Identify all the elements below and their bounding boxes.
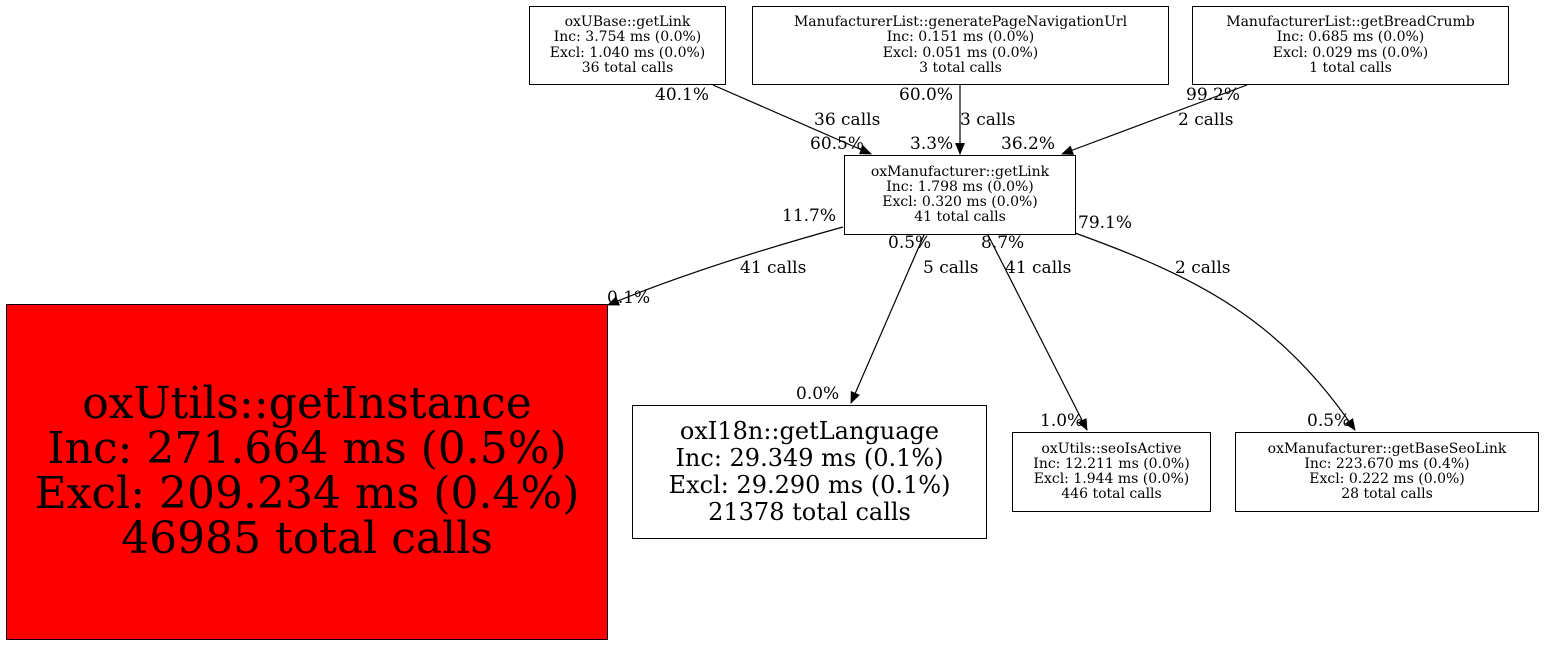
edge-head-pct: 0.5% (1307, 411, 1350, 431)
edge-mfrlink-to-seo (987, 234, 1088, 431)
node-inc: Inc: 0.151 ms (0.0%) (886, 29, 1035, 46)
edge-calls-label: 36 calls (814, 110, 880, 130)
edge-head-pct: 0.1% (607, 288, 650, 308)
node-inc: Inc: 223.670 ms (0.4%) (1304, 455, 1470, 472)
edge-tail-pct: 60.0% (899, 85, 953, 105)
edge-calls-label: 41 calls (1005, 258, 1071, 278)
edge-ubase-to-mfrlink (712, 84, 872, 155)
node-name: oxManufacturer::getBaseSeoLink (1267, 440, 1507, 457)
node-oxubase-getlink[interactable]: oxUBase::getLink Inc: 3.754 ms (0.0%) Ex… (529, 6, 726, 85)
edge-calls-label: 2 calls (1178, 110, 1233, 130)
node-inc: Inc: 271.664 ms (0.5%) (47, 423, 567, 475)
edge-mfrlink-to-baseseo (1074, 232, 1356, 431)
node-excl: Excl: 29.290 ms (0.1%) (668, 471, 951, 499)
node-excl: Excl: 0.222 ms (0.0%) (1309, 471, 1465, 487)
edge-calls-label: 41 calls (740, 258, 806, 278)
node-calls: 21378 total calls (708, 497, 911, 526)
node-name: oxManufacturer::getLink (870, 163, 1050, 180)
node-excl: Excl: 0.320 ms (0.0%) (882, 194, 1038, 210)
node-excl: Excl: 1.944 ms (0.0%) (1033, 471, 1190, 487)
node-name: oxI18n::getLanguage (679, 417, 940, 446)
node-excl: Excl: 0.029 ms (0.0%) (1272, 44, 1429, 61)
edge-tail-pct: 79.1% (1078, 213, 1132, 233)
node-oxmanufacturer-getbaseseolink[interactable]: oxManufacturer::getBaseSeoLink Inc: 223.… (1235, 432, 1539, 512)
node-calls: 1 total calls (1309, 59, 1392, 76)
edge-calls-label: 2 calls (1175, 258, 1230, 278)
node-name: oxUtils::getInstance (82, 378, 532, 430)
node-manufacturerlist-getbreadcrumb[interactable]: ManufacturerList::getBreadCrumb Inc: 0.6… (1192, 6, 1509, 85)
node-calls: 446 total calls (1061, 486, 1162, 503)
node-inc: Inc: 12.211 ms (0.0%) (1033, 455, 1190, 472)
edge-tail-pct: 0.5% (888, 233, 931, 253)
edge-tail-pct: 11.7% (782, 206, 836, 226)
node-oxi18n-getlanguage[interactable]: oxI18n::getLanguage Inc: 29.349 ms (0.1%… (632, 405, 987, 539)
edge-tail-pct: 8.7% (981, 233, 1024, 253)
node-calls: 3 total calls (919, 59, 1002, 76)
edge-tail-pct: 99.2% (1186, 85, 1240, 105)
node-oxutils-getinstance[interactable]: oxUtils::getInstance Inc: 271.664 ms (0.… (6, 304, 608, 640)
node-calls: 36 total calls (581, 59, 674, 76)
node-name: oxUBase::getLink (564, 14, 691, 31)
node-name: ManufacturerList::getBreadCrumb (1226, 14, 1475, 31)
node-inc: Inc: 3.754 ms (0.0%) (553, 29, 702, 46)
node-excl: Excl: 209.234 ms (0.4%) (34, 468, 580, 519)
edge-head-pct: 3.3% (910, 134, 953, 154)
node-excl: Excl: 0.051 ms (0.0%) (882, 44, 1039, 61)
edge-calls-label: 5 calls (923, 258, 978, 278)
node-inc: Inc: 1.798 ms (0.0%) (886, 178, 1034, 195)
node-calls: 28 total calls (1341, 486, 1433, 503)
node-oxmanufacturer-getlink[interactable]: oxManufacturer::getLink Inc: 1.798 ms (0… (844, 155, 1076, 235)
node-name: ManufacturerList::generatePageNavigation… (793, 14, 1128, 31)
edge-mlbread-to-mfrlink (1061, 84, 1248, 155)
node-inc: Inc: 29.349 ms (0.1%) (675, 444, 944, 473)
node-inc: Inc: 0.685 ms (0.0%) (1276, 29, 1425, 46)
node-manufacturerlist-generatepagenavigationurl[interactable]: ManufacturerList::generatePageNavigation… (752, 6, 1169, 85)
edge-head-pct: 0.0% (796, 384, 839, 404)
node-name: oxUtils::seoIsActive (1041, 440, 1182, 457)
edge-head-pct: 36.2% (1001, 134, 1055, 154)
edge-mfrlink-to-i18n (850, 234, 925, 404)
edge-mfrlink-to-utilsinst (607, 226, 844, 306)
node-calls: 41 total calls (914, 209, 1006, 226)
node-calls: 46985 total calls (121, 512, 493, 564)
edge-head-pct: 1.0% (1040, 411, 1083, 431)
edge-head-pct: 60.5% (810, 134, 864, 154)
edge-tail-pct: 40.1% (655, 85, 709, 105)
node-excl: Excl: 1.040 ms (0.0%) (549, 44, 706, 61)
edge-calls-label: 3 calls (960, 110, 1015, 130)
node-oxutils-seoisactive[interactable]: oxUtils::seoIsActive Inc: 12.211 ms (0.0… (1012, 432, 1211, 512)
